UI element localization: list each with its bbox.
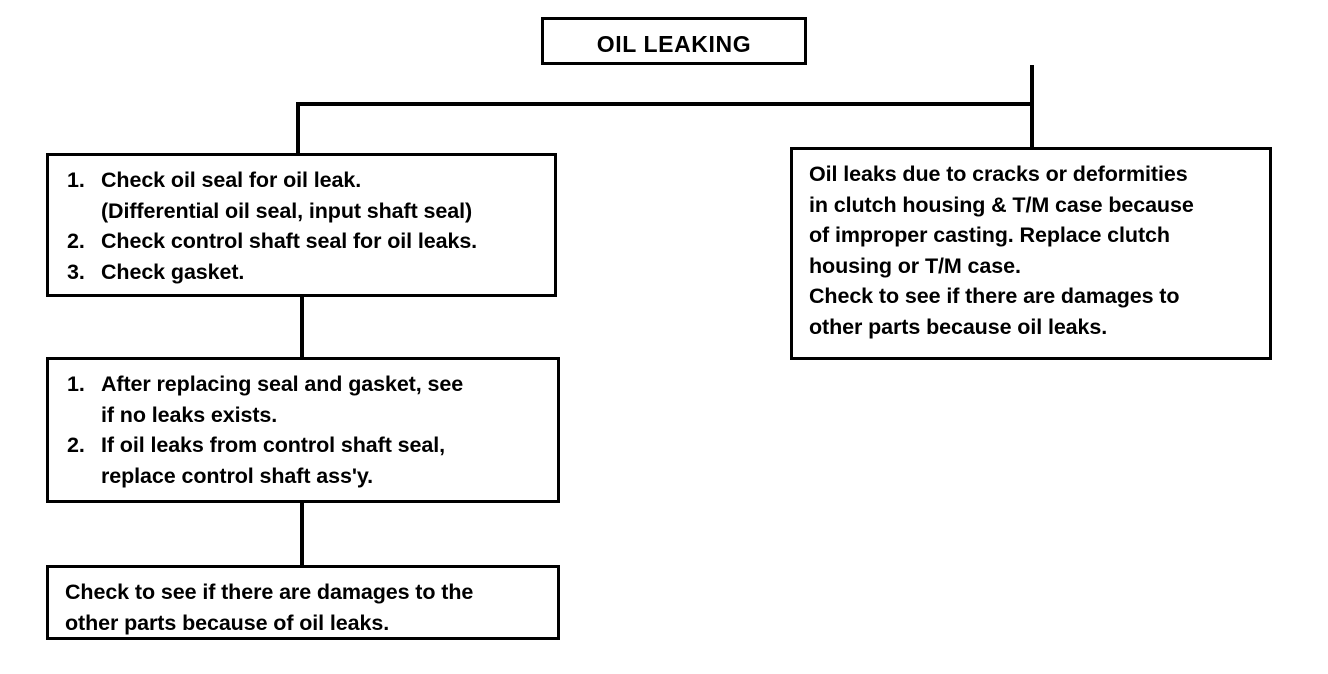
edge-horizontal-bus	[296, 102, 1034, 106]
text-line: Oil leaks due to cracks or deformities	[809, 162, 1188, 186]
edge-left-box-1-to-left-box-2	[300, 296, 304, 359]
list-line: Check control shaft seal for oil leaks.	[101, 229, 478, 254]
edge-left-box-2-to-left-box-3	[300, 501, 304, 567]
text-line: other parts because of oil leaks.	[65, 610, 390, 635]
list-item: 3. Check gasket.	[63, 257, 548, 288]
edge-bus-to-right-box-1	[1030, 102, 1034, 149]
node-left-box-2-verification: 1. After replacing seal and gasket, see …	[46, 357, 560, 503]
list-line: If oil leaks from control shaft seal,	[101, 433, 445, 458]
list-line: Check gasket.	[101, 259, 245, 284]
list-body: Check gasket.	[101, 257, 548, 288]
left-box-3-text: Check to see if there are damages to the…	[65, 577, 551, 638]
node-left-box-1-checks: 1. Check oil seal for oil leak. (Differe…	[46, 153, 557, 297]
node-root-oil-leaking: OIL LEAKING	[541, 17, 807, 65]
list-item: 2. Check control shaft seal for oil leak…	[63, 226, 548, 257]
text-line: other parts because oil leaks.	[809, 314, 1108, 339]
right-box-1-text: Oil leaks due to cracks or deformities i…	[809, 159, 1263, 342]
list-body: If oil leaks from control shaft seal, re…	[101, 430, 551, 491]
list-body: Check oil seal for oil leak. (Differenti…	[101, 165, 548, 226]
left-box-1-list: 1. Check oil seal for oil leak. (Differe…	[63, 165, 548, 287]
list-item: 1. Check oil seal for oil leak. (Differe…	[63, 165, 548, 226]
list-body: Check control shaft seal for oil leaks.	[101, 226, 548, 257]
edge-bus-to-left-box-1	[296, 102, 300, 155]
list-line: replace control shaft ass'y.	[101, 463, 373, 488]
root-title-label: OIL LEAKING	[596, 31, 752, 57]
text-line: Check to see if there are damages to	[809, 284, 1180, 309]
list-marker: 1.	[67, 168, 85, 192]
text-line: of improper casting. Replace clutch	[809, 223, 1170, 248]
text-line: Check to see if there are damages to the	[65, 580, 474, 604]
list-line: (Differential oil seal, input shaft seal…	[101, 198, 473, 223]
list-marker: 2.	[67, 433, 85, 458]
edge-root-to-bus	[1030, 65, 1034, 106]
left-box-2-list: 1. After replacing seal and gasket, see …	[63, 369, 551, 491]
list-line: Check oil seal for oil leak.	[101, 168, 362, 192]
text-line: housing or T/M case.	[809, 253, 1021, 278]
list-body: After replacing seal and gasket, see if …	[101, 369, 551, 430]
list-item: 2. If oil leaks from control shaft seal,…	[63, 430, 551, 491]
list-marker: 1.	[67, 372, 85, 396]
list-line: if no leaks exists.	[101, 402, 278, 427]
list-item: 1. After replacing seal and gasket, see …	[63, 369, 551, 430]
text-line: in clutch housing & T/M case because	[809, 192, 1194, 217]
list-marker: 2.	[67, 229, 85, 254]
list-marker: 3.	[67, 259, 85, 284]
node-right-box-1-casting-defect: Oil leaks due to cracks or deformities i…	[790, 147, 1272, 360]
list-line: After replacing seal and gasket, see	[101, 372, 464, 396]
node-left-box-3-damage-check: Check to see if there are damages to the…	[46, 565, 560, 640]
